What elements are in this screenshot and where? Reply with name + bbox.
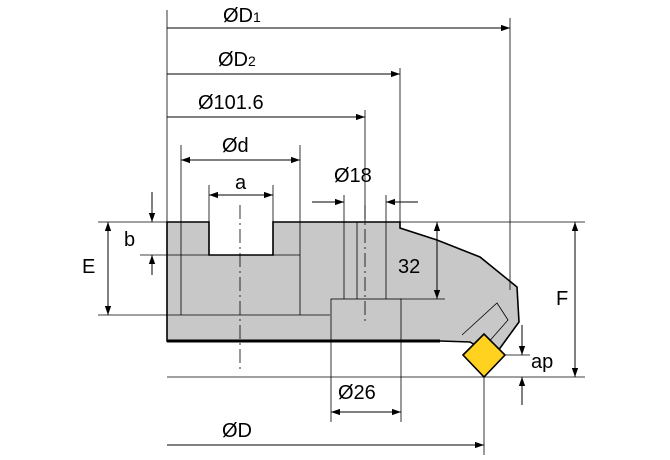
label-26: Ø26 <box>338 382 376 404</box>
label-d: Ød <box>222 135 249 157</box>
label-101-6: Ø101.6 <box>198 92 264 114</box>
label-D1: ØD1 <box>223 5 261 27</box>
label-b: b <box>124 229 135 251</box>
cutter-body <box>166 221 520 357</box>
dimension-labels: ØD1 ØD2 Ø101.6 Ød a Ø18 b E 32 F ap Ø26 … <box>82 5 568 442</box>
insert-pocket <box>461 302 509 346</box>
label-F: F <box>556 288 568 310</box>
label-D2: ØD2 <box>218 49 256 71</box>
extension-lines <box>98 10 585 455</box>
label-ap: ap <box>531 351 553 373</box>
dimension-lines <box>104 24 579 449</box>
body-section <box>166 221 520 357</box>
label-D: ØD <box>222 420 252 442</box>
label-a: a <box>235 172 247 194</box>
label-18: Ø18 <box>334 165 372 187</box>
counterbore <box>330 298 402 342</box>
label-E: E <box>82 256 95 278</box>
label-32: 32 <box>398 256 420 278</box>
